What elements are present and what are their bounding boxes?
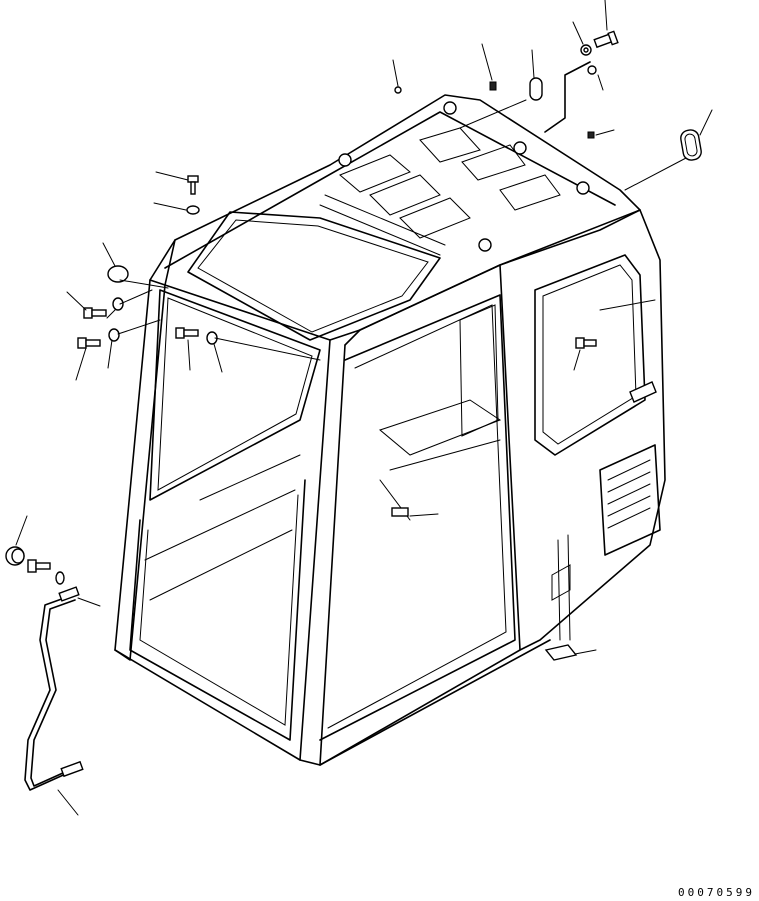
washer-icon bbox=[108, 328, 120, 342]
grommet-icon bbox=[5, 546, 25, 566]
bolt-icon bbox=[394, 86, 402, 94]
bolt-icon bbox=[187, 175, 199, 195]
washer-icon bbox=[580, 44, 592, 56]
bracket-icon bbox=[544, 644, 578, 661]
drawing-number: 00070599 bbox=[678, 886, 755, 899]
leader-lines bbox=[15, 0, 713, 816]
washer-icon bbox=[186, 205, 200, 215]
bolt-icon bbox=[489, 81, 497, 91]
seal-ring-icon bbox=[680, 129, 702, 161]
bolt-icon bbox=[575, 337, 597, 349]
bracket-icon bbox=[551, 534, 571, 641]
bolt-icon bbox=[587, 131, 595, 139]
washer-icon bbox=[587, 65, 597, 75]
bolt-icon bbox=[83, 307, 107, 319]
bent-pipe-icon bbox=[24, 586, 84, 791]
bolt-icon bbox=[175, 327, 199, 339]
bolt-icon bbox=[77, 337, 101, 349]
bracket-icon bbox=[544, 61, 591, 133]
operator-cab-icon bbox=[114, 94, 666, 766]
bolt-icon bbox=[593, 30, 619, 49]
grommet-icon bbox=[107, 265, 129, 283]
washer-icon bbox=[112, 297, 124, 311]
seal-ring-icon bbox=[529, 77, 543, 101]
bolt-icon bbox=[27, 559, 51, 573]
washer-icon bbox=[55, 571, 65, 585]
